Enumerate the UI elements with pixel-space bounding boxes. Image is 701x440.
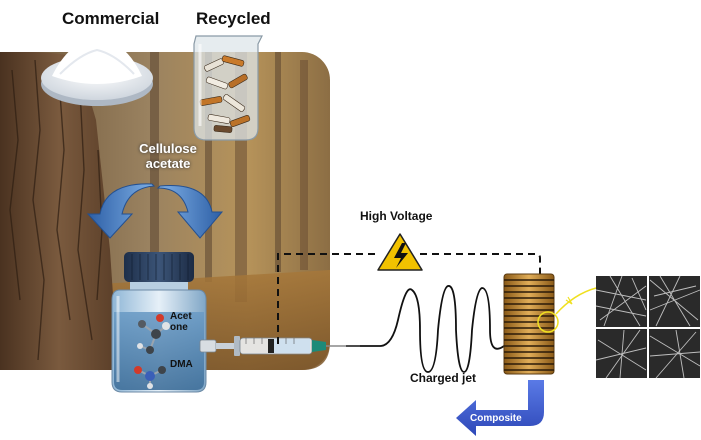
charged-jet	[360, 285, 505, 373]
collector-drum	[503, 273, 555, 375]
charged-jet-label: Charged jet	[410, 371, 477, 385]
voltage-circuit	[277, 253, 541, 347]
commercial-label: Commercial	[62, 9, 160, 28]
right-curved-arrow	[156, 185, 224, 239]
dma-label: DMA	[170, 359, 193, 370]
solution-bottle	[111, 252, 207, 393]
magnification-callout	[537, 287, 597, 333]
composite-label: Composite	[470, 413, 522, 424]
left-curved-arrow	[86, 183, 156, 239]
high-voltage-warning-icon	[377, 233, 423, 271]
high-voltage-label: High Voltage	[360, 209, 433, 223]
bottle-cap	[124, 252, 194, 282]
recycled-label: Recycled	[196, 9, 271, 28]
syringe	[199, 336, 346, 356]
merge-arrows	[86, 183, 224, 239]
cigarette-butts-beaker	[193, 35, 263, 141]
molecule-models	[134, 314, 170, 389]
composite-arrow	[456, 380, 544, 436]
cellulose-acetate-label: Cellulose acetate	[139, 141, 197, 171]
powder-dish	[41, 38, 153, 106]
sem-micrograph	[595, 275, 701, 379]
acetone-label: Acet one	[170, 311, 192, 333]
